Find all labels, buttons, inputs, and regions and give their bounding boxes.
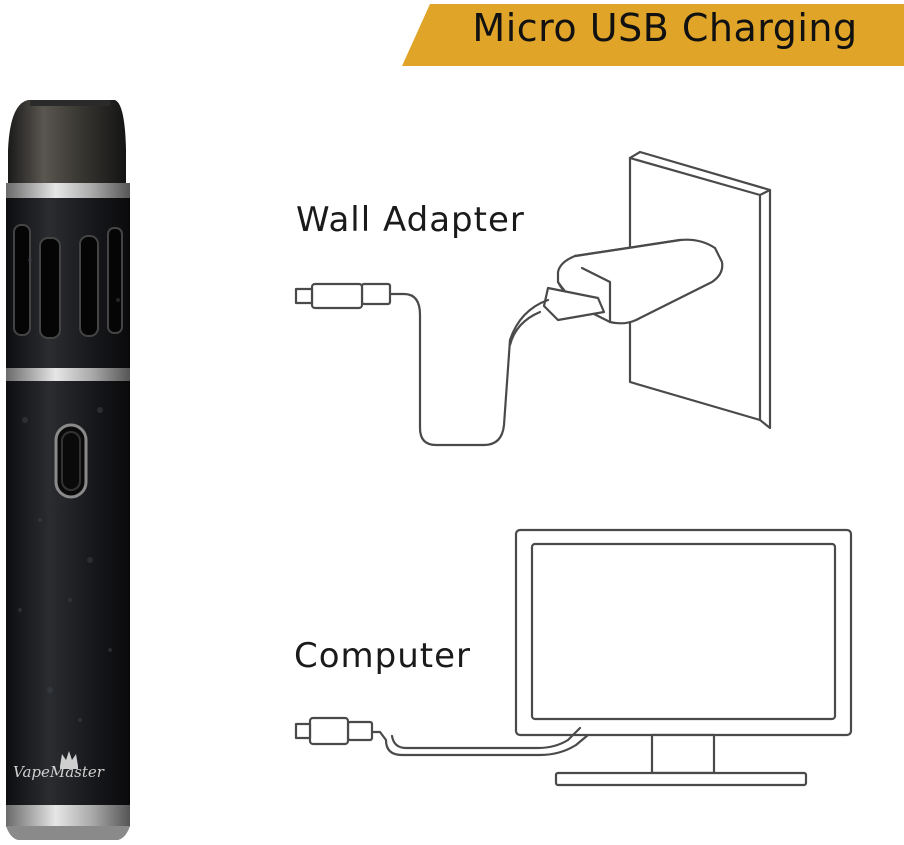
top-collar bbox=[6, 183, 130, 199]
vent-slot bbox=[79, 235, 99, 337]
vent-slot bbox=[107, 227, 123, 334]
monitor-icon bbox=[514, 528, 853, 787]
vent-slot bbox=[39, 237, 61, 339]
bottom-cap bbox=[6, 805, 130, 827]
middle-ring bbox=[6, 368, 130, 382]
brand-logo-text: VapeMaster bbox=[13, 763, 104, 781]
micro-usb-connector-icon bbox=[294, 716, 374, 746]
fire-button bbox=[54, 423, 88, 499]
micro-usb-connector-icon bbox=[294, 282, 392, 310]
crown-icon bbox=[60, 751, 78, 769]
wall-adapter-icon bbox=[542, 238, 724, 325]
vent-slot bbox=[13, 224, 31, 336]
banner-title: Micro USB Charging bbox=[472, 6, 858, 50]
computer-label: Computer bbox=[294, 636, 472, 676]
wall-adapter-label: Wall Adapter bbox=[296, 200, 525, 240]
usb-cable bbox=[368, 730, 590, 757]
mouthpiece bbox=[8, 100, 126, 185]
usb-cable bbox=[388, 292, 550, 447]
title-banner bbox=[402, 4, 904, 66]
